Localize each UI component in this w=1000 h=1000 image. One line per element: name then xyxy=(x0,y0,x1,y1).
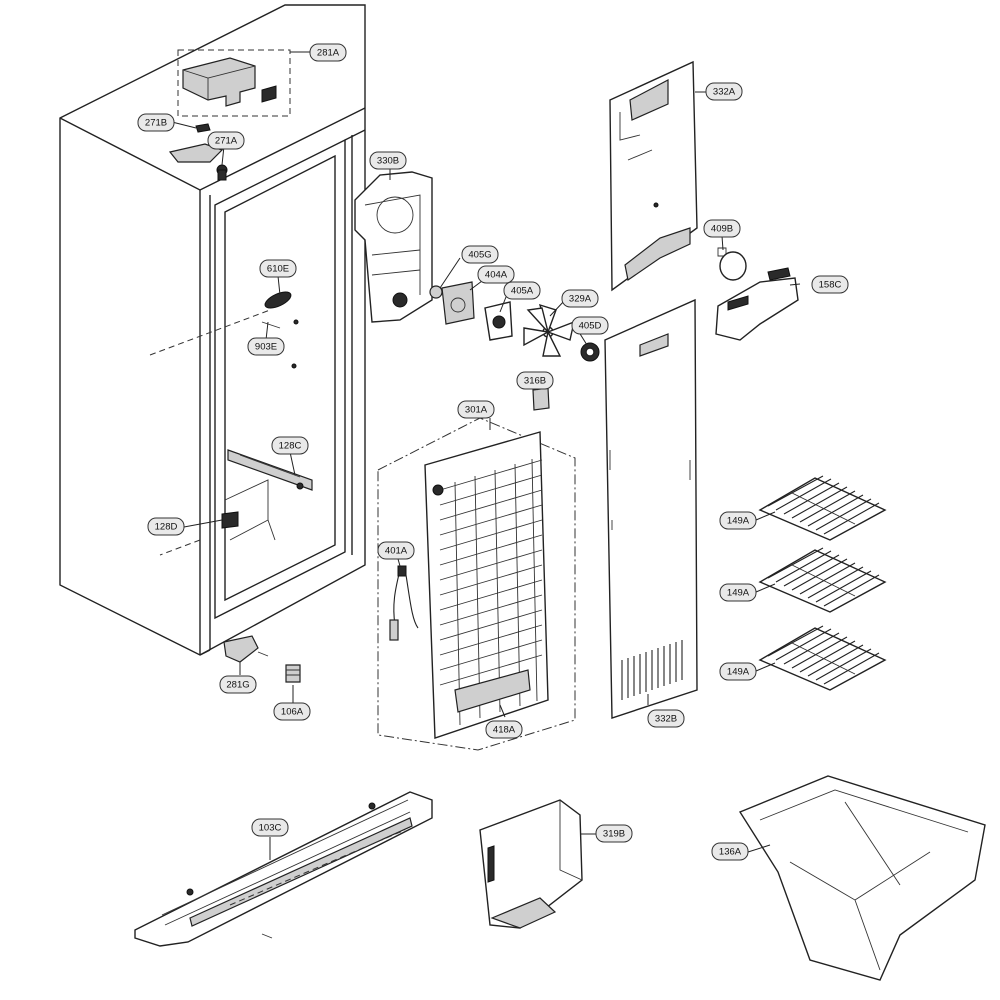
callout-405G: 405G xyxy=(461,245,499,264)
callout-281A: 281A xyxy=(309,43,347,62)
callout-128D: 128D xyxy=(147,517,185,536)
lamp-cover xyxy=(715,267,799,341)
callout-271A: 271A xyxy=(207,131,245,150)
lower-hinge-and-leveler xyxy=(223,635,301,683)
callout-158C: 158C xyxy=(811,275,849,294)
callout-329A: 329A xyxy=(561,289,599,308)
callout-330B: 330B xyxy=(369,151,407,170)
callout-405D: 405D xyxy=(571,316,609,335)
defrost-sensor-harness xyxy=(389,565,419,641)
hinge-parts xyxy=(168,123,228,181)
drawer-rail-stopper xyxy=(159,511,239,556)
svg-text:409B: 409B xyxy=(711,224,733,235)
svg-text:332A: 332A xyxy=(713,87,736,98)
svg-text:319B: 319B xyxy=(603,829,625,840)
upper-duct-panel xyxy=(609,60,698,292)
svg-text:106A: 106A xyxy=(281,707,304,718)
svg-text:149A: 149A xyxy=(727,588,750,599)
callout-149A-3: 149A xyxy=(719,662,757,681)
fan-motor-parts xyxy=(429,281,600,362)
svg-text:149A: 149A xyxy=(727,667,750,678)
callout-128C: 128C xyxy=(271,436,309,455)
svg-text:610E: 610E xyxy=(267,264,289,275)
callout-409B: 409B xyxy=(703,219,741,238)
svg-text:404A: 404A xyxy=(485,270,508,281)
base-front-rail xyxy=(134,791,433,947)
callout-103C: 103C xyxy=(251,818,289,837)
lamp-bulb xyxy=(717,247,747,281)
callout-149A-2: 149A xyxy=(719,583,757,602)
svg-text:128C: 128C xyxy=(279,441,302,452)
svg-text:405D: 405D xyxy=(579,321,602,332)
callout-903E: 903E xyxy=(247,337,285,356)
callout-316B: 316B xyxy=(516,371,554,390)
svg-text:401A: 401A xyxy=(385,546,408,557)
callout-332A: 332A xyxy=(705,82,743,101)
rear-cover-panel xyxy=(604,298,698,719)
svg-text:330B: 330B xyxy=(377,156,399,167)
callout-319B: 319B xyxy=(595,824,633,843)
svg-text:418A: 418A xyxy=(493,725,516,736)
svg-text:301A: 301A xyxy=(465,405,488,416)
fan-blade xyxy=(523,303,575,357)
drawer-rail xyxy=(227,449,313,491)
callout-136A: 136A xyxy=(711,842,749,861)
lamp-cover-and-screw xyxy=(149,291,299,369)
control-box-assembly xyxy=(177,49,291,117)
drain-cover xyxy=(479,799,583,929)
svg-text:271B: 271B xyxy=(145,118,167,129)
svg-text:332B: 332B xyxy=(655,714,677,725)
svg-text:316B: 316B xyxy=(524,376,546,387)
svg-text:271A: 271A xyxy=(215,136,238,147)
callout-106A: 106A xyxy=(273,702,311,721)
crisper-bin xyxy=(738,775,986,981)
svg-text:281A: 281A xyxy=(317,48,340,59)
svg-text:405A: 405A xyxy=(511,286,534,297)
svg-text:405G: 405G xyxy=(468,250,491,261)
callouts: 281A 271B 271A 610E 903E 128C 128D 281G … xyxy=(137,43,849,861)
svg-text:903E: 903E xyxy=(255,342,277,353)
callout-271B: 271B xyxy=(137,113,175,132)
fan-housing xyxy=(354,171,433,323)
callout-281G: 281G xyxy=(219,675,257,694)
evaporator-fins xyxy=(439,458,543,726)
rear-panel-vent xyxy=(621,640,683,700)
callout-418A: 418A xyxy=(485,720,523,739)
wire-shelf-1 xyxy=(758,475,887,541)
svg-text:103C: 103C xyxy=(259,823,282,834)
callout-149A-1: 149A xyxy=(719,511,757,530)
callout-610E: 610E xyxy=(259,259,297,278)
callout-401A: 401A xyxy=(377,541,415,560)
callout-332B: 332B xyxy=(647,709,685,728)
callout-405A: 405A xyxy=(503,281,541,300)
svg-text:136A: 136A xyxy=(719,847,742,858)
wire-shelves xyxy=(758,475,887,691)
svg-text:128D: 128D xyxy=(155,522,178,533)
wire-shelf-2 xyxy=(758,547,887,613)
refrigerator-cabinet xyxy=(59,4,366,656)
svg-text:149A: 149A xyxy=(727,516,750,527)
svg-text:281G: 281G xyxy=(226,680,249,691)
callout-404A: 404A xyxy=(477,265,515,284)
svg-text:158C: 158C xyxy=(819,280,842,291)
callout-301A: 301A xyxy=(457,400,495,419)
svg-text:329A: 329A xyxy=(569,294,592,305)
evaporator-cover-block xyxy=(532,387,550,411)
wire-shelf-3 xyxy=(758,625,887,691)
